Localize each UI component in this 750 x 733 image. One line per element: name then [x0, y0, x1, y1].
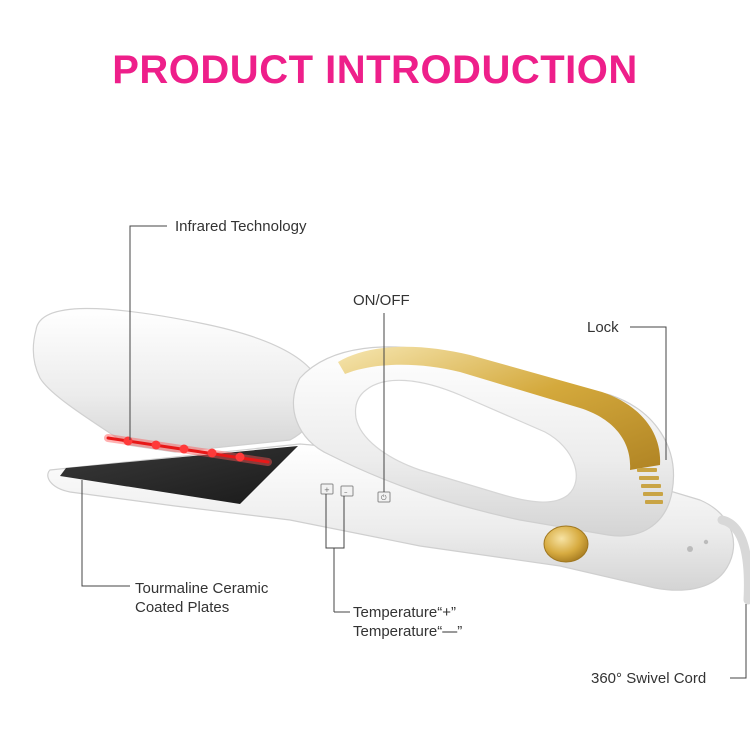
lock-slider	[637, 468, 663, 504]
upper-arm	[32, 307, 321, 453]
callout-swivel-cord: 360° Swivel Cord	[591, 670, 707, 687]
page-title: PRODUCT INTRODUCTION	[112, 48, 638, 92]
handle-opening	[354, 379, 577, 503]
svg-text:–: –	[344, 488, 348, 496]
svg-text:+: +	[324, 486, 330, 494]
callout-lines	[81, 225, 747, 679]
control-buttons	[320, 483, 391, 503]
svg-text:⏻: ⏻	[381, 494, 387, 502]
callout-temperature-minus: Temperature“—”	[353, 623, 463, 640]
callout-temperature-plus: Temperature“+”	[353, 604, 456, 621]
infrared-lights	[123, 436, 245, 462]
callout-infrared-technology: Infrared Technology	[175, 218, 307, 235]
temp-minus-button	[340, 485, 354, 497]
callout-lock: Lock	[587, 319, 619, 336]
callout-plates-line2: Coated Plates	[135, 599, 230, 616]
gold-trim	[338, 346, 661, 470]
callout-plates-line1: Tourmaline Ceramic	[135, 580, 269, 597]
swivel-cord	[717, 515, 750, 605]
hinge-knob	[543, 525, 589, 563]
callout-on-off: ON/OFF	[353, 292, 410, 309]
temp-plus-button	[320, 483, 334, 495]
